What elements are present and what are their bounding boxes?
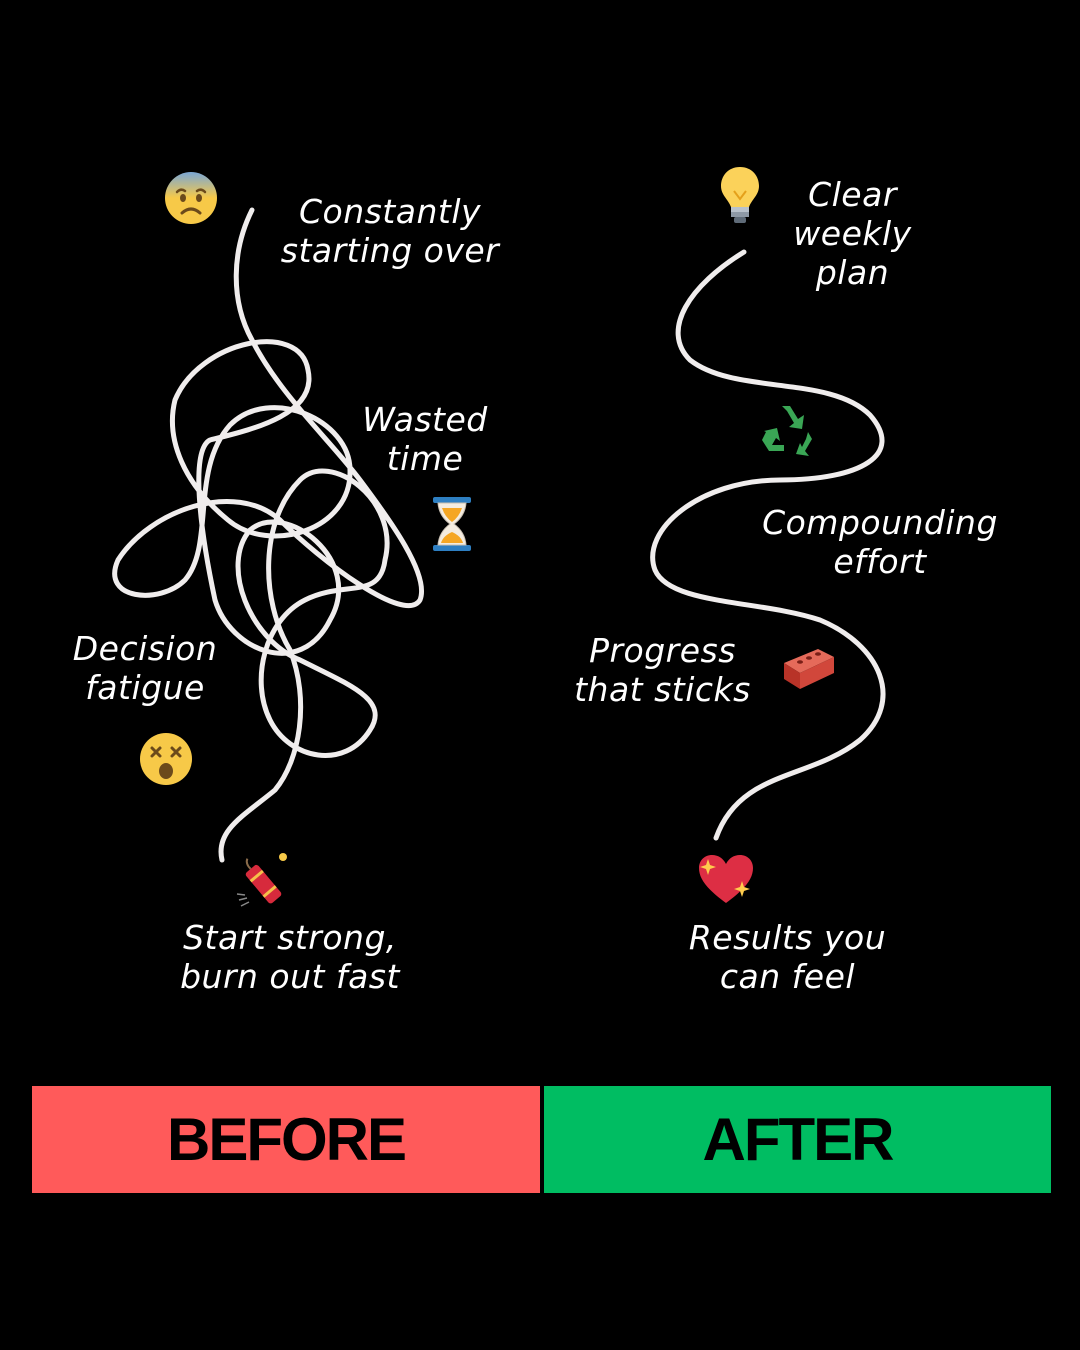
label-progress-that-sticks: Progress that sticks <box>574 631 751 709</box>
brick-icon <box>784 649 834 689</box>
anxious-face-icon <box>165 172 217 224</box>
label-clear-weekly-plan: Clear weekly plan <box>793 175 912 292</box>
after-bar-label: AFTER <box>702 1106 895 1173</box>
dizzy-face-icon <box>140 733 192 785</box>
light-bulb-icon <box>721 167 759 223</box>
after-bar: AFTER <box>544 1086 1051 1193</box>
firecracker-icon <box>236 853 287 907</box>
sparkling-heart-icon <box>699 855 753 903</box>
hourglass-icon <box>433 497 471 551</box>
label-compounding-effort: Compounding effort <box>762 503 998 581</box>
before-bar: BEFORE <box>32 1086 540 1193</box>
label-start-strong-burn-out-fast: Start strong, burn out fast <box>180 918 400 996</box>
label-wasted-time: Wasted time <box>362 400 488 478</box>
after-flowing-path <box>650 249 886 841</box>
before-bar-label: BEFORE <box>166 1106 407 1173</box>
label-results-you-can-feel: Results you can feel <box>688 918 887 996</box>
before-tangled-path <box>112 207 424 863</box>
label-constantly-starting-over: Constantly starting over <box>280 192 500 270</box>
label-decision-fatigue: Decision fatigue <box>72 629 218 707</box>
recycle-icon <box>762 406 812 456</box>
